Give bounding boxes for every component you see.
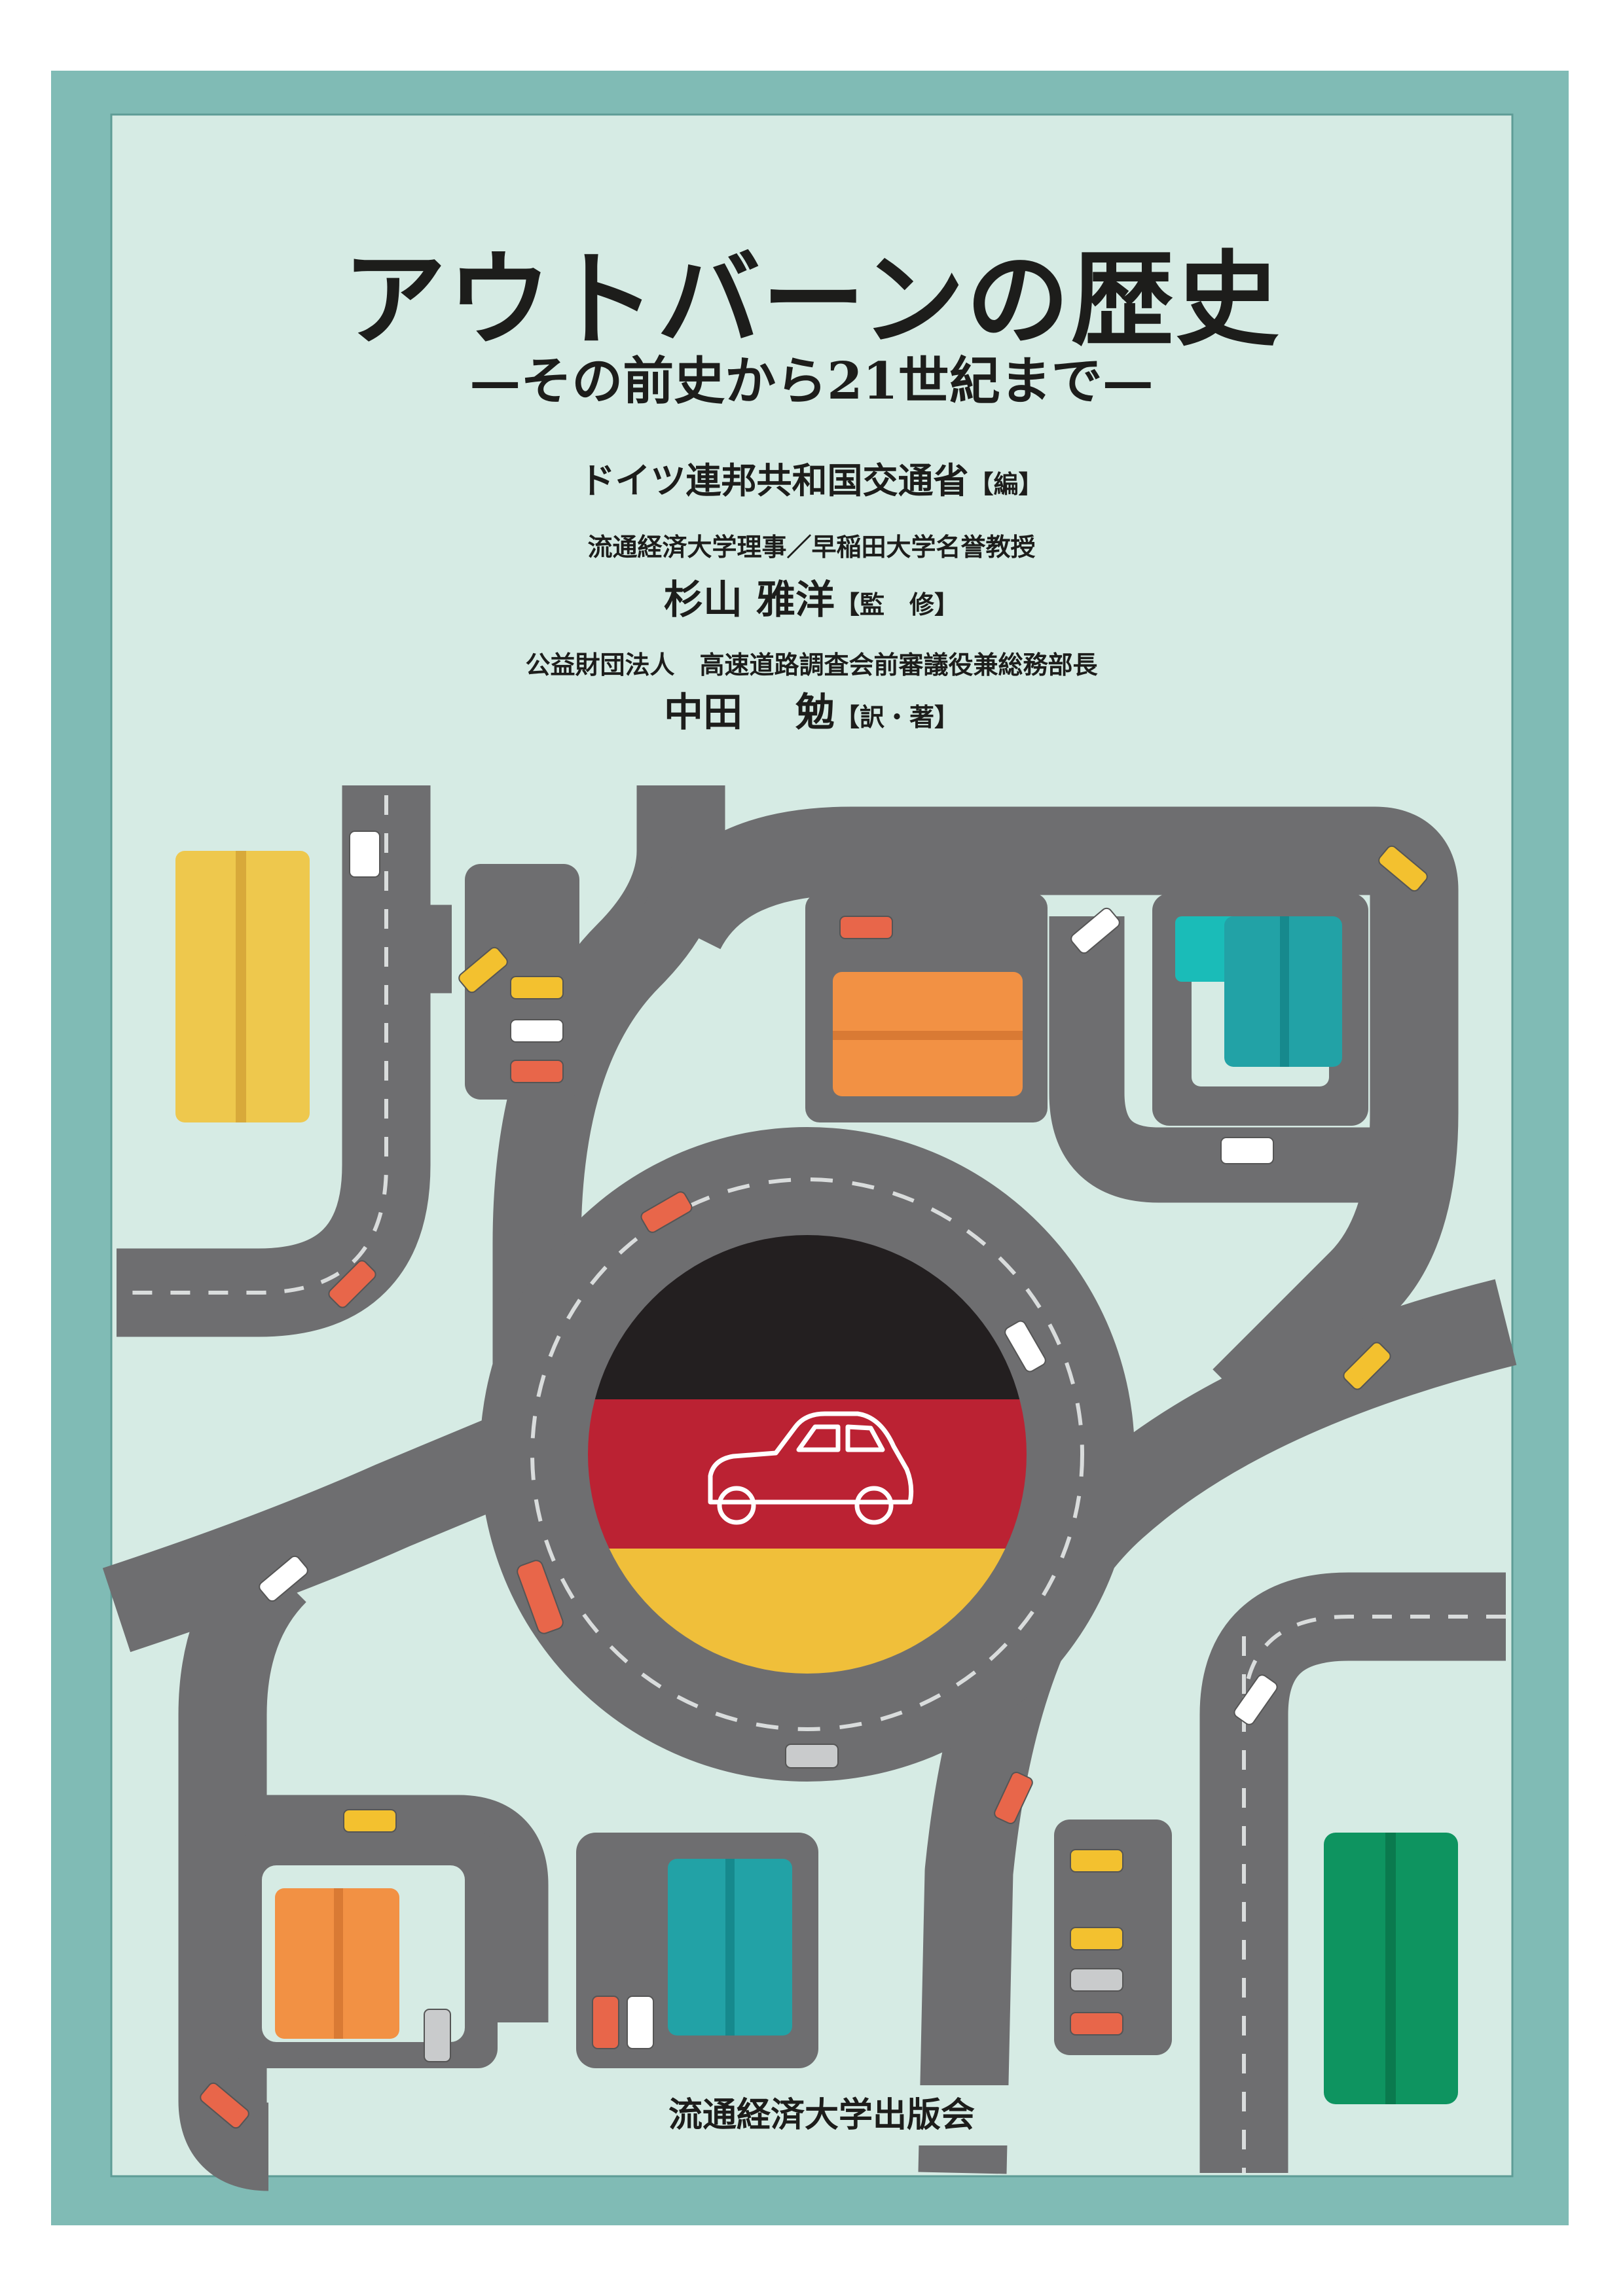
supervisor-credit: 杉山 雅洋【監 修】 bbox=[0, 568, 1623, 625]
book-title: アウトバーンの歴史 bbox=[342, 240, 1281, 361]
translator-name: 中田 勉 bbox=[664, 690, 835, 736]
car-icon bbox=[708, 1411, 914, 1525]
supervisor-role: 【監 修】 bbox=[834, 590, 959, 619]
translator-affiliation: 公益財団法人 高速道路調査会前審議役兼総務部長 bbox=[525, 650, 1098, 679]
editor-credit: ドイツ連邦共和国交通省【編】 bbox=[0, 452, 1623, 503]
supervisor-name: 杉山 雅洋 bbox=[664, 577, 835, 623]
book-subtitle: —その前史から21世紀まで— bbox=[469, 351, 1154, 411]
building-icon bbox=[175, 851, 1458, 2104]
publisher-name: 流通経済大学出版会 bbox=[629, 2085, 1015, 2145]
translator-credit: 中田 勉【訳・著】 bbox=[0, 681, 1623, 738]
translator-role: 【訳・著】 bbox=[834, 702, 959, 732]
lane-markings bbox=[117, 795, 1506, 2173]
editor-role: 【編】 bbox=[968, 469, 1044, 499]
editor-name: ドイツ連邦共和国交通省 bbox=[579, 459, 969, 501]
supervisor-affiliation: 流通経済大学理事／早稲田大学名誉教授 bbox=[587, 532, 1036, 562]
cars bbox=[200, 831, 1428, 2129]
